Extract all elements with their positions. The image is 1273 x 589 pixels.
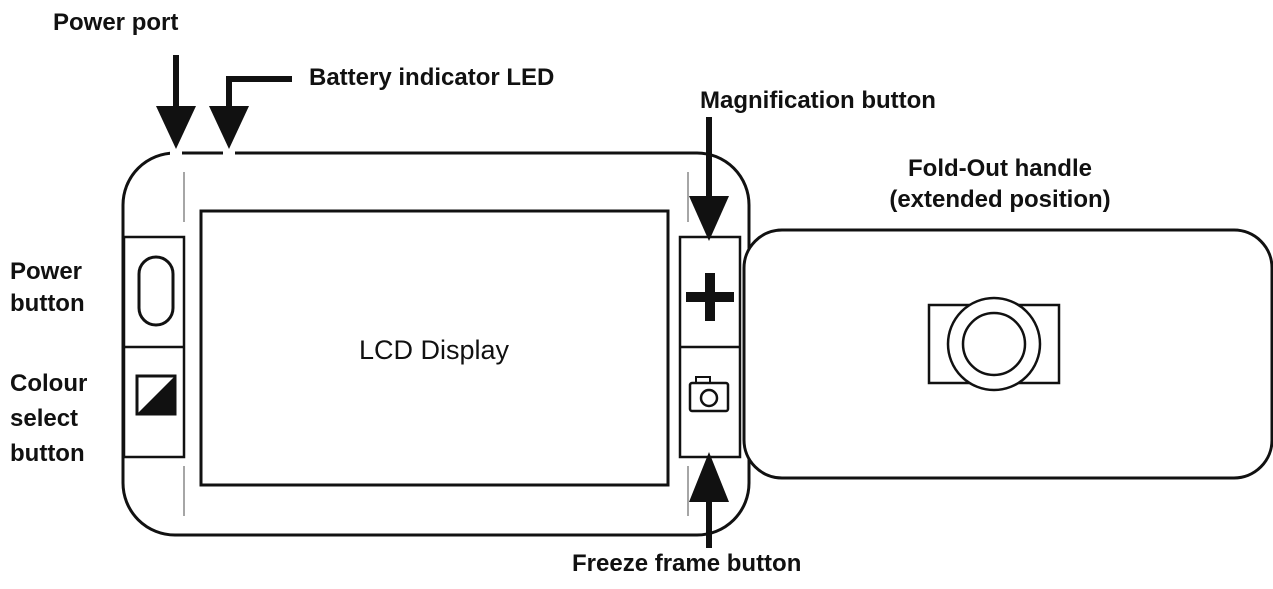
freeze-frame-button-label: Freeze frame button (572, 550, 802, 577)
magnification-plus-icon (686, 273, 734, 321)
freeze-frame-camera-icon (688, 376, 730, 413)
lcd-display-label: LCD Display (358, 335, 510, 365)
colour-select-label-line2: select (10, 405, 79, 432)
colour-select-label-line1: Colour (10, 370, 88, 397)
power-button-label-line2: button (10, 290, 85, 317)
arrow-battery-led (209, 76, 292, 149)
power-port-gap (170, 149, 182, 157)
power-button-icon (137, 255, 175, 327)
arrow-freeze-frame (689, 452, 729, 548)
power-port-label: Power port (53, 9, 179, 36)
handle-camera-lens-icon (927, 296, 1061, 392)
colour-select-label-line3: button (10, 440, 85, 467)
arrow-magnification (689, 117, 729, 241)
arrow-power-port (156, 55, 196, 149)
power-button-label-line1: Power (10, 258, 83, 285)
colour-select-icon (135, 374, 177, 416)
fold-out-handle-label-line1: Fold-Out handle (908, 155, 1092, 182)
battery-indicator-led-label: Battery indicator LED (309, 64, 555, 91)
fold-out-handle-label-line2: (extended position) (889, 186, 1111, 213)
magnification-button-label: Magnification button (700, 87, 936, 114)
lcd-screen (199, 209, 670, 487)
led-gap (223, 149, 235, 157)
